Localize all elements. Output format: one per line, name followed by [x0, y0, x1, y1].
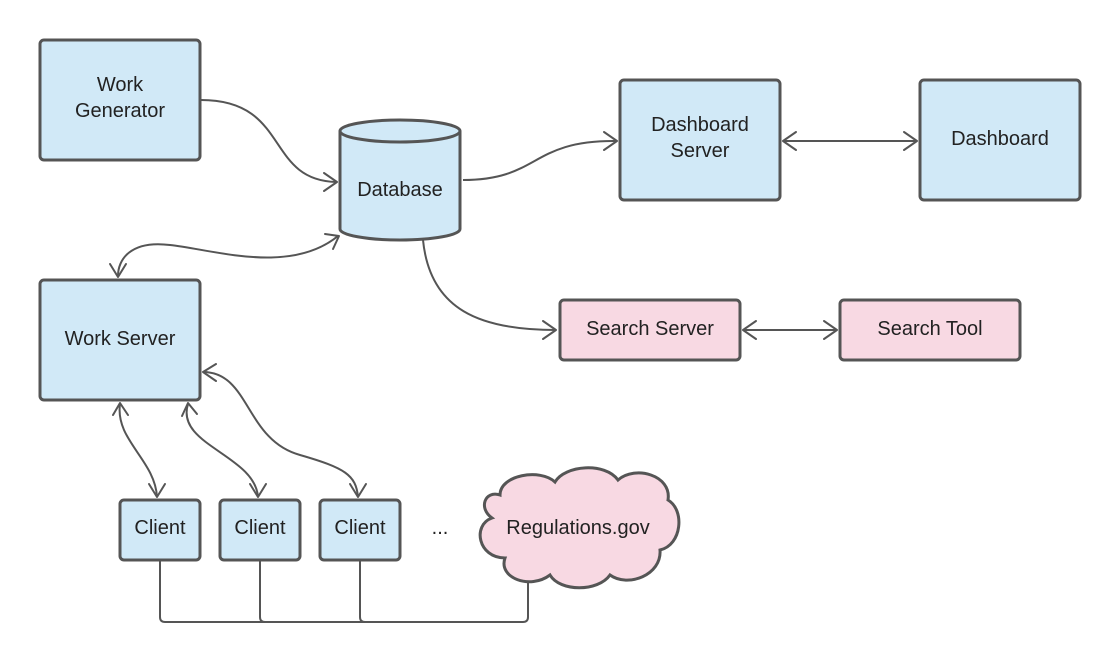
arrowhead	[782, 131, 797, 151]
node-client-3: Client	[318, 498, 402, 562]
node-search-tool-label: Search Tool	[877, 318, 982, 340]
edge-work-server-to-client-3	[202, 363, 367, 498]
node-database-body	[338, 131, 462, 242]
node-client-3-label: Client	[334, 517, 386, 539]
cloud-icon	[478, 466, 681, 590]
node-work-generator-label-line1: Work	[97, 74, 144, 96]
node-client-3-box	[318, 498, 402, 562]
edge-dashboard-server-to-dashboard	[782, 131, 918, 151]
node-dashboard-box	[918, 78, 1082, 202]
arrowhead	[903, 131, 918, 151]
arrowhead	[603, 131, 618, 151]
node-dashboard-server-label-line1: Dashboard	[651, 114, 749, 136]
node-client-1-label: Client	[134, 517, 186, 539]
edge-work-server-to-client-2	[181, 402, 267, 498]
node-search-server-box	[558, 298, 742, 362]
wire-client-2	[259, 560, 266, 623]
node-work-server-label: Work Server	[65, 328, 176, 350]
arrowhead	[148, 483, 166, 498]
arrowhead	[323, 172, 338, 192]
edge-database-to-work-server	[109, 233, 340, 278]
arrowhead	[349, 483, 367, 498]
nodes: Work Generator Database Dashboard Server…	[38, 38, 1082, 590]
node-work-server: Work Server	[38, 278, 202, 402]
node-database-top	[338, 118, 462, 144]
node-dashboard-label: Dashboard	[951, 128, 1049, 150]
node-search-server-label: Search Server	[586, 318, 714, 340]
arrowhead	[823, 320, 838, 340]
node-client-1: Client	[118, 498, 202, 562]
node-dashboard-server-box	[618, 78, 782, 202]
node-regulations-gov: Regulations.gov	[478, 466, 681, 590]
node-dashboard: Dashboard	[918, 78, 1082, 202]
arrowhead	[542, 320, 557, 340]
node-regulations-gov-label: Regulations.gov	[506, 517, 649, 539]
node-client-1-box	[118, 498, 202, 562]
node-database: Database	[338, 118, 462, 242]
node-work-generator: Work Generator	[38, 38, 202, 162]
node-work-generator-box	[38, 38, 202, 162]
more-clients-ellipsis: ...	[432, 517, 449, 539]
node-client-2: Client	[218, 498, 302, 562]
node-dashboard-server-label-line2: Server	[671, 140, 730, 162]
node-work-generator-label-line2: Generator	[75, 100, 165, 122]
arrowhead	[109, 263, 127, 278]
node-search-server: Search Server	[558, 298, 742, 362]
arrowhead	[324, 233, 340, 250]
edge-database-to-search-server	[422, 239, 557, 340]
edge-work-server-to-client-1	[112, 402, 166, 498]
edge-database-to-dashboard-server	[462, 131, 618, 181]
edges	[109, 99, 918, 623]
edge-search-server-to-search-tool	[742, 320, 838, 340]
node-client-2-label: Client	[234, 517, 286, 539]
wire-client-3	[359, 560, 366, 623]
node-work-server-box	[38, 278, 202, 402]
node-database-label: Database	[357, 179, 443, 201]
arrowhead	[202, 363, 217, 382]
arrowhead	[249, 483, 267, 498]
node-search-tool-box	[838, 298, 1022, 362]
node-dashboard-server: Dashboard Server	[618, 78, 782, 202]
node-search-tool: Search Tool	[838, 298, 1022, 362]
wire-client-1	[159, 560, 529, 623]
edge-clients-to-regulations-gov	[159, 560, 529, 623]
arrowhead	[742, 320, 757, 340]
edge-work-generator-to-database	[200, 99, 338, 192]
arrowhead	[181, 402, 198, 417]
arrowhead	[112, 402, 129, 416]
node-client-2-box	[218, 498, 302, 562]
